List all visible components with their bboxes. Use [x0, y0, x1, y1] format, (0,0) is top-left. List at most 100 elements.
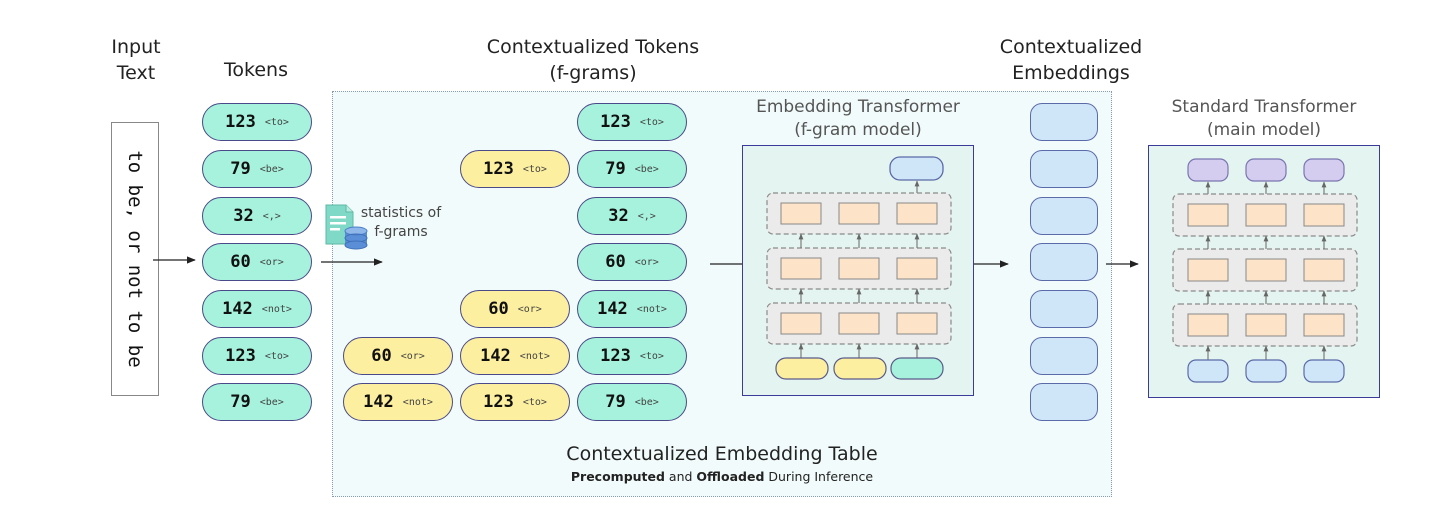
token-pill: 79 <be>	[202, 383, 312, 421]
contextualized-embedding	[1030, 383, 1098, 421]
output-token	[1245, 158, 1287, 182]
fgram-context-token: 60 <or>	[343, 337, 453, 375]
contextualized-embedding	[1030, 290, 1098, 328]
token-pill: 32 <,>	[202, 197, 312, 235]
token-tag: <not>	[519, 350, 550, 362]
layer-block	[1245, 313, 1287, 337]
fgram-current-input	[890, 357, 944, 380]
subtitle-rest: During Inference	[764, 469, 874, 484]
token-tag: <not>	[402, 396, 433, 408]
standard-transformer-internals	[1172, 158, 1358, 383]
layer-block	[838, 312, 880, 335]
contextualized-embedding	[1030, 103, 1098, 141]
token-tag: <to>	[522, 396, 547, 408]
layer-block	[1245, 203, 1287, 227]
contextualized-embedding	[1030, 243, 1098, 281]
token-pill: 60 <or>	[202, 243, 312, 281]
token-id: 32	[608, 206, 629, 226]
token-tag: <not>	[636, 303, 667, 315]
token-tag: <or>	[400, 350, 425, 362]
layer-block	[1303, 203, 1345, 227]
fgram-context-token: 123 <to>	[460, 383, 570, 421]
token-id: 123	[483, 392, 514, 412]
token-pill: 79<be>	[202, 150, 312, 188]
token-tag: <or>	[517, 303, 542, 315]
token-id: 32	[233, 206, 254, 226]
token-pill: 142 <not>	[202, 290, 312, 328]
token-id: 60	[371, 346, 392, 366]
layer-block	[1303, 313, 1345, 337]
layer-block	[780, 312, 822, 335]
output-embedding	[889, 156, 944, 181]
standard-transformer-title: Standard Transformer (main model)	[1171, 97, 1357, 140]
input-embedding	[1187, 359, 1229, 383]
token-tag: <not>	[261, 303, 292, 315]
header-contextualized-tokens: Contextualized Tokens (f-grams)	[486, 36, 700, 84]
token-tag: <be>	[259, 396, 284, 408]
fgram-current-token: 123 <to>	[577, 337, 687, 375]
token-id: 123	[483, 159, 514, 179]
header-tokens: Tokens	[224, 59, 288, 81]
layer-block	[896, 257, 938, 280]
token-id: 60	[488, 299, 509, 319]
layer-block	[896, 312, 938, 335]
token-id: 142	[222, 299, 253, 319]
token-id: 123	[225, 346, 256, 366]
header-contextualized-embeddings: Contextualized Embeddings	[999, 36, 1143, 84]
token-id: 123	[225, 112, 256, 132]
token-tag: <be>	[634, 396, 659, 408]
fgram-current-token: 142 <not>	[577, 290, 687, 328]
input-text-box	[111, 122, 159, 396]
subtitle-and: and	[664, 469, 697, 484]
layer-block	[838, 257, 880, 280]
fgram-current-token: 123 <to>	[577, 103, 687, 141]
output-token	[1303, 158, 1345, 182]
statistics-label: statistics of f-grams	[360, 205, 442, 240]
token-pill: 123 <to>	[202, 337, 312, 375]
token-tag: <be>	[634, 163, 659, 175]
header-input-text: Input Text	[111, 36, 161, 84]
token-tag: <to>	[522, 163, 547, 175]
fgram-context-token: 142 <not>	[460, 337, 570, 375]
table-subtitle: Precomputed and Offloaded During Inferen…	[332, 469, 1112, 484]
token-id: 79	[230, 392, 251, 412]
token-id: 79	[605, 392, 626, 412]
contextualized-embedding	[1030, 197, 1098, 235]
token-id: 60	[230, 252, 251, 272]
layer-block	[1245, 258, 1287, 282]
contextualized-embedding	[1030, 150, 1098, 188]
token-id: 142	[597, 299, 628, 319]
token-tag: <to>	[639, 350, 664, 362]
token-pill: 123 <to>	[202, 103, 312, 141]
token-id: 123	[600, 112, 631, 132]
embedding-transformer-title: Embedding Transformer (f-gram model)	[756, 97, 960, 140]
layer-block	[1303, 258, 1345, 282]
token-tag: <,>	[637, 210, 656, 222]
table-title: Contextualized Embedding Table	[566, 443, 878, 465]
token-id: 142	[480, 346, 511, 366]
fgram-current-token: 79<be>	[577, 150, 687, 188]
token-id: 123	[600, 346, 631, 366]
token-tag: <to>	[264, 116, 289, 128]
token-tag: <,>	[262, 210, 281, 222]
embedding-transformer-internals	[766, 156, 952, 380]
fgram-context-token: 60 <or>	[460, 290, 570, 328]
fgram-context-token: 142 <not>	[343, 383, 453, 421]
token-tag: <to>	[639, 116, 664, 128]
subtitle-precomputed: Precomputed	[570, 469, 665, 484]
input-embedding	[1245, 359, 1287, 383]
layer-block	[780, 202, 822, 225]
token-id: 142	[363, 392, 394, 412]
subtitle-offloaded: Offloaded	[696, 469, 765, 484]
layer-block	[1187, 313, 1229, 337]
fgram-context-input	[833, 357, 887, 380]
token-tag: <or>	[259, 256, 284, 268]
layer-block	[1187, 258, 1229, 282]
fgram-current-token: 79 <be>	[577, 383, 687, 421]
output-token	[1187, 158, 1229, 182]
fgram-current-token: 60<or>	[577, 243, 687, 281]
token-tag: <to>	[264, 350, 289, 362]
token-id: 60	[605, 252, 626, 272]
